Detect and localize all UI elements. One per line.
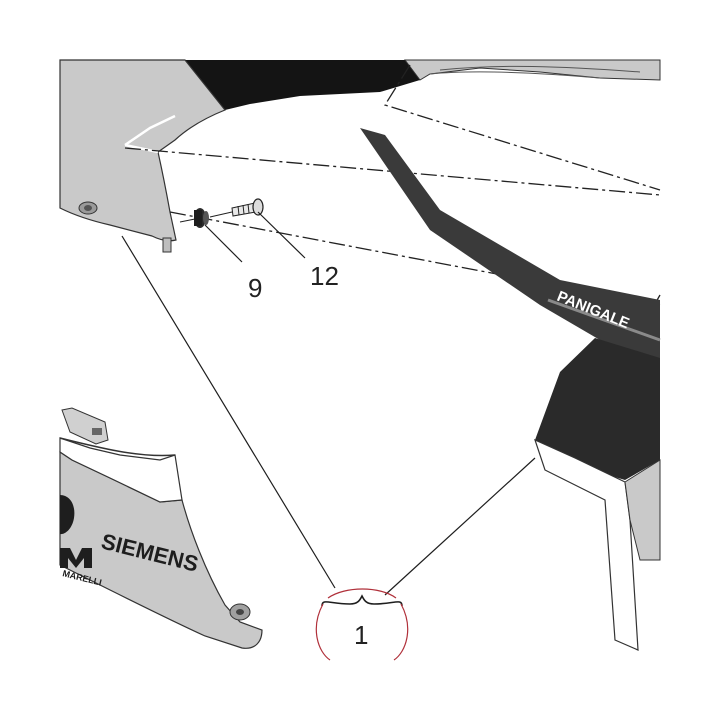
leader-12 [257, 211, 306, 259]
upper-black-panel [185, 60, 445, 110]
right-decal-stripe-highlight [547, 298, 661, 342]
part-axis-link [209, 211, 233, 218]
right-side-panel-white-lower [533, 438, 639, 651]
fairing-tab [162, 237, 172, 253]
part-9-nut [194, 208, 209, 228]
lower-fairing-top-white [59, 437, 183, 503]
lower-fairing-screw-hole-inner [236, 609, 244, 615]
leader-1-left [121, 235, 336, 589]
leader-9 [204, 224, 243, 263]
lower-fairing-top-edge [59, 437, 176, 457]
callout-label-12: 12 [310, 261, 339, 291]
right-side-panel [535, 338, 660, 480]
right-decal-stripe [360, 128, 660, 370]
callout-1-bracket [321, 594, 403, 607]
callout-label-1: 1 [354, 620, 368, 650]
leader-1-right [384, 457, 536, 596]
leader-lines [121, 211, 536, 596]
right-side-panel-gray-edge [624, 459, 661, 561]
upper-trim-lines [429, 65, 641, 79]
upper-gray-trim [404, 59, 661, 81]
callout-1-circle [315, 588, 409, 661]
decal-partial-logo [60, 495, 92, 568]
lower-fairing-clip-slot [92, 428, 102, 435]
lower-fairing-clip [61, 407, 109, 445]
part-9-axis [179, 218, 196, 223]
fairing-screw-hole-inner [84, 205, 92, 211]
callout-label-9: 9 [248, 273, 262, 303]
part-12-screw [231, 198, 264, 217]
lower-left-fairing [59, 450, 263, 649]
